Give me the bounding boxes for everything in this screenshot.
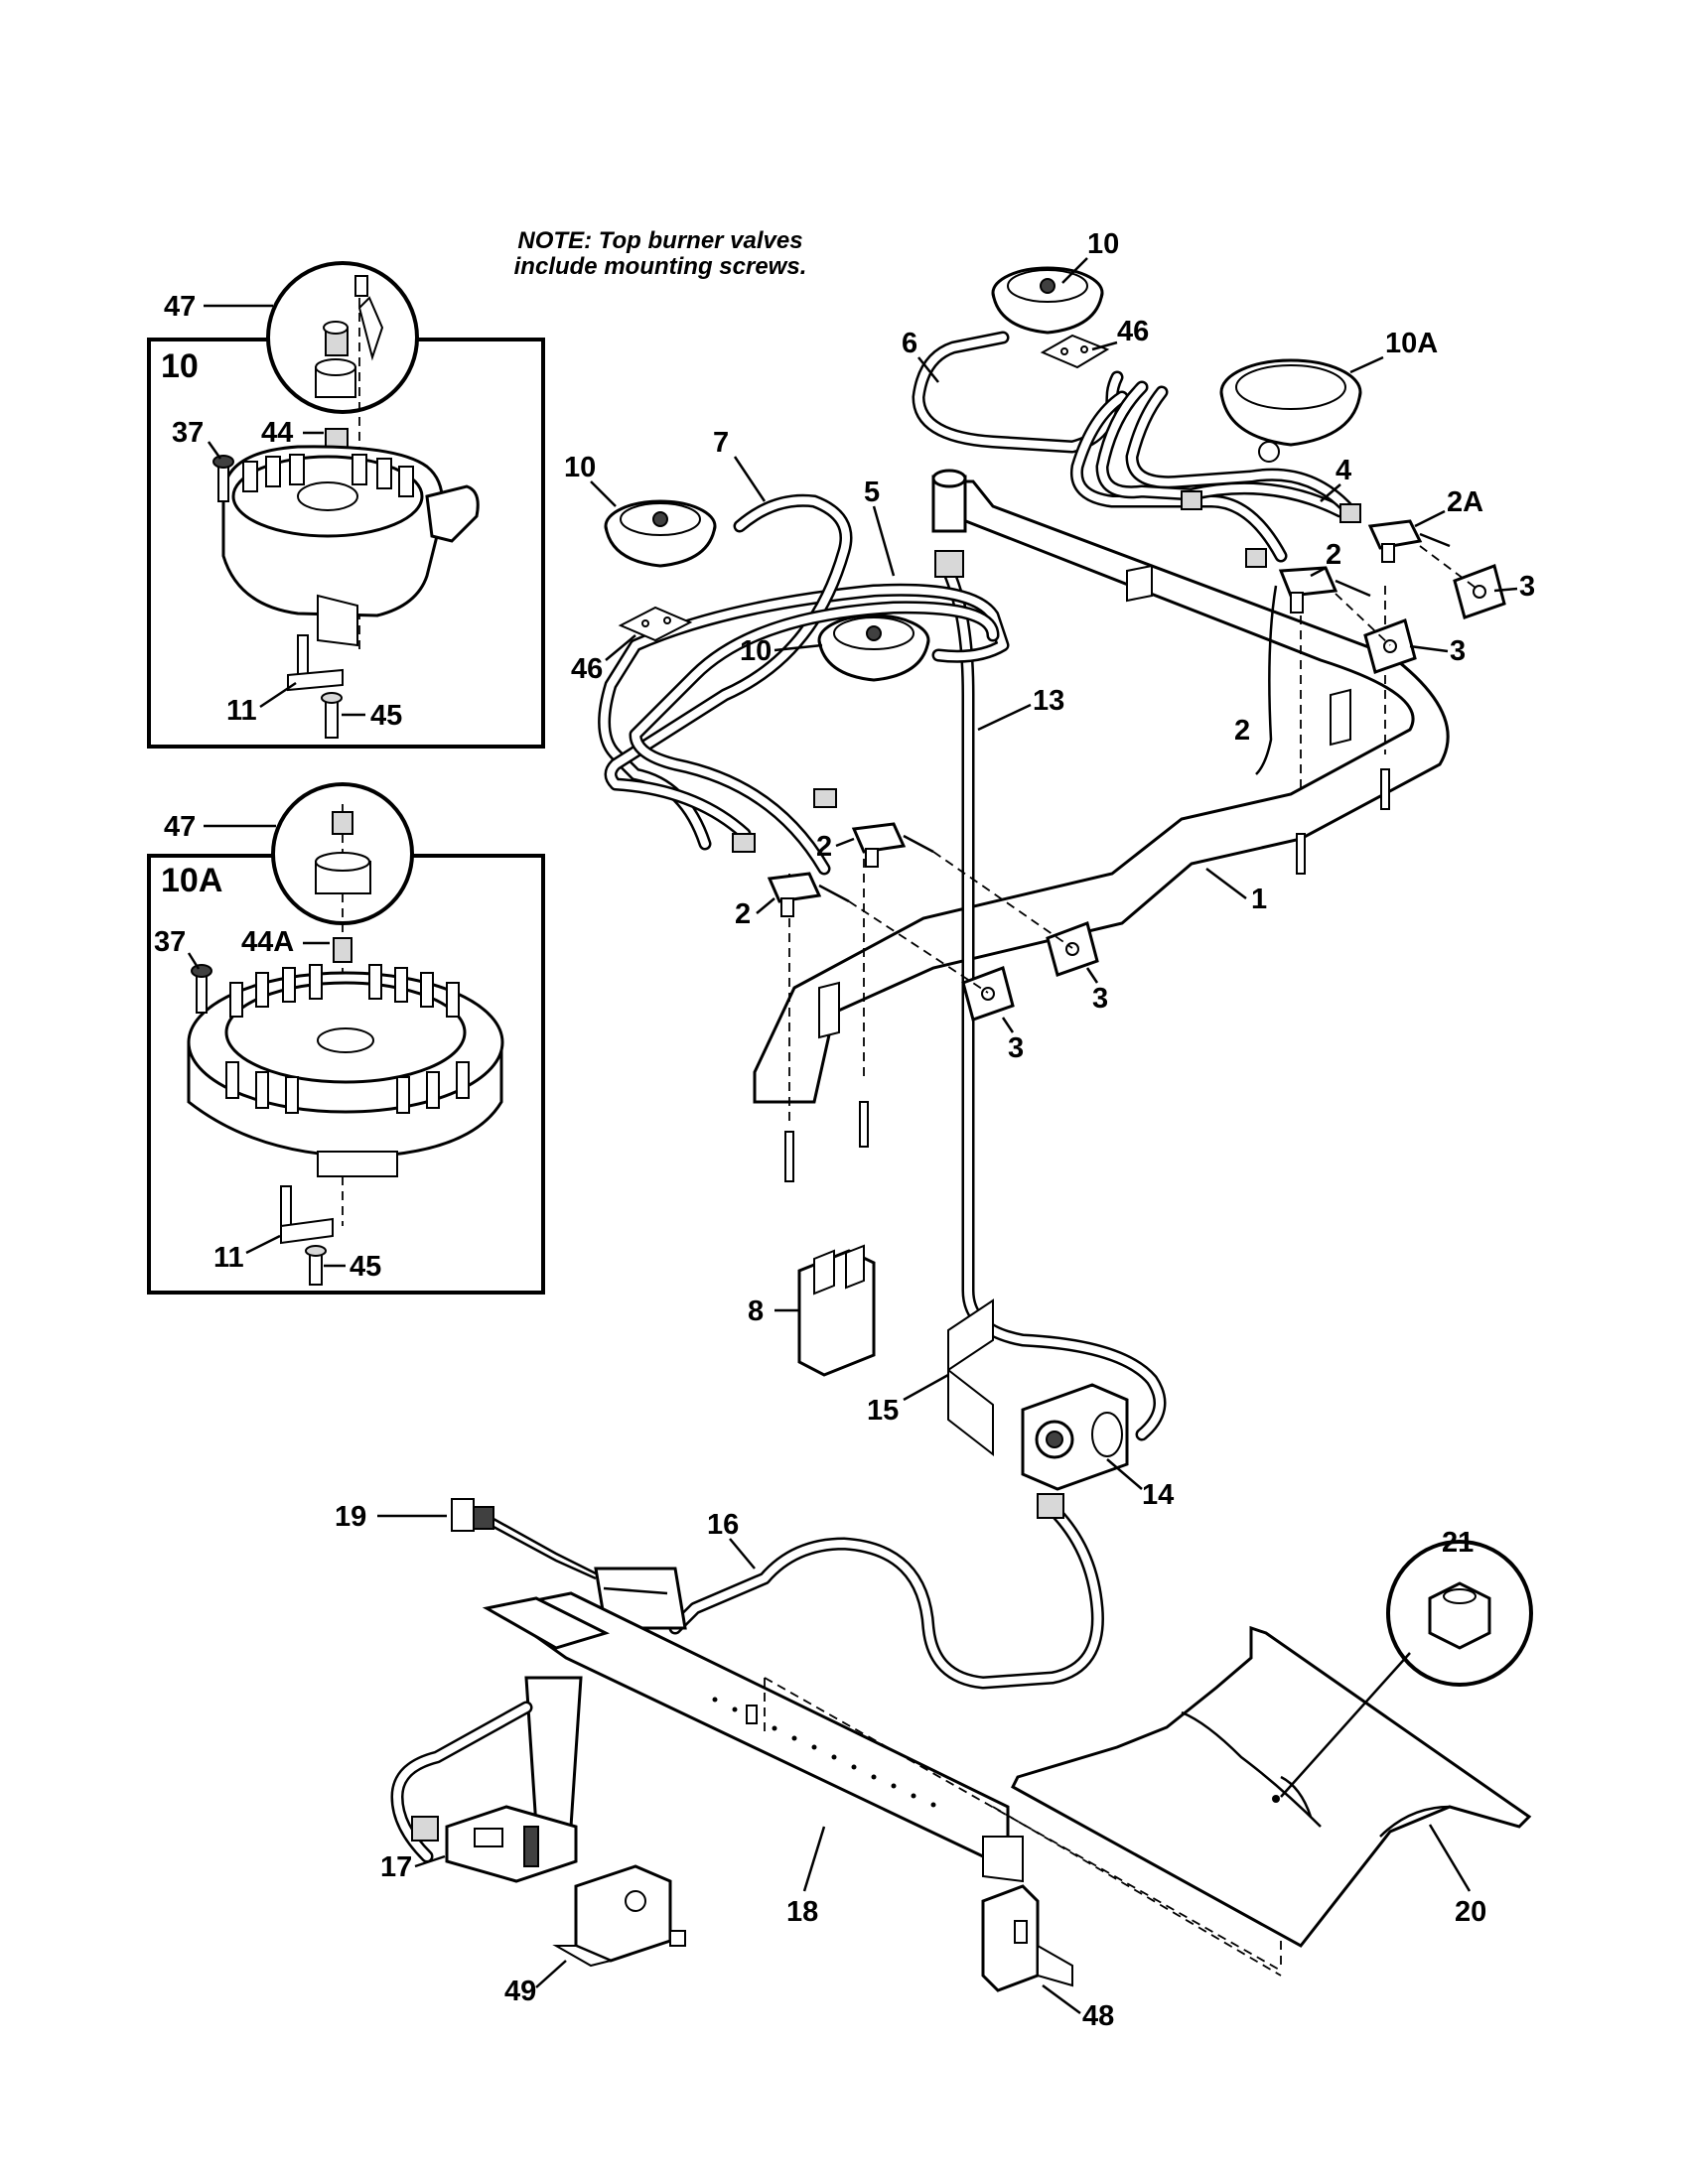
burner-base-10-top	[991, 266, 1104, 335]
callout-46-top: 46	[1117, 316, 1149, 347]
callout-48: 48	[1082, 2000, 1114, 2032]
callout-17: 17	[380, 1851, 412, 1883]
callout-44-inset-10: 44	[261, 417, 293, 449]
igniter-wire-19	[451, 1498, 597, 1580]
bracket-46-left	[618, 606, 693, 642]
callout-11-inset-10a: 11	[213, 1242, 244, 1274]
valve-bracket-3-right	[1363, 618, 1417, 674]
callout-3-right: 3	[1450, 635, 1466, 667]
note-line-1: NOTE: Top burner valves	[517, 227, 802, 254]
note-line-2: include mounting screws.	[514, 253, 807, 280]
callout-8: 8	[748, 1296, 764, 1327]
callout-16: 16	[707, 1509, 739, 1541]
regulator-bracket-15	[947, 1298, 994, 1457]
burner-valve-2-mid	[851, 822, 934, 868]
bracket-49	[552, 1864, 686, 1968]
valve-bracket-3-mid-right	[1046, 921, 1099, 977]
callout-19: 19	[335, 1501, 366, 1533]
callout-15: 15	[867, 1395, 899, 1427]
callout-2-mid: 2	[816, 831, 832, 863]
callout-2-low: 2	[735, 898, 751, 930]
callout-45-inset-10: 45	[370, 700, 402, 732]
callout-47-inset-10: 47	[164, 291, 196, 323]
callout-10-top: 10	[1087, 228, 1119, 260]
inset-10a-title: 10A	[161, 862, 222, 899]
callout-11-inset-10: 11	[226, 695, 257, 727]
inset-box-10a: 10A 47 37	[147, 782, 545, 1295]
callout-44a-inset-10a: 44A	[241, 926, 294, 958]
spark-module-8	[797, 1244, 876, 1377]
callouts: 10 6 46 10A 7 10 5 4 2A 2 3 3 46 10 13 2…	[335, 228, 1535, 2032]
bracket-48	[981, 1884, 1073, 1992]
bracket-46-top	[1040, 334, 1110, 369]
burner-valve-2-low	[767, 872, 850, 917]
callout-49: 49	[504, 1976, 536, 2007]
callout-45-inset-10a: 45	[350, 1251, 381, 1283]
callout-10-left: 10	[564, 452, 596, 483]
callout-13: 13	[1033, 685, 1064, 717]
callout-47-inset-10a: 47	[164, 811, 196, 843]
callout-18: 18	[786, 1896, 818, 1928]
callout-2a: 2A	[1447, 486, 1483, 518]
callout-10-mid: 10	[740, 635, 772, 667]
callout-10a: 10A	[1385, 328, 1438, 359]
callout-37-inset-10: 37	[172, 417, 204, 449]
burner-base-10a-right	[1219, 358, 1362, 463]
callout-3-mid-right: 3	[1092, 983, 1108, 1015]
inset-10-title: 10	[161, 347, 199, 385]
callout-21: 21	[1442, 1527, 1474, 1559]
pressure-regulator-14	[1021, 1383, 1129, 1491]
callout-7: 7	[713, 427, 729, 459]
callout-20: 20	[1455, 1896, 1486, 1928]
callout-4: 4	[1336, 455, 1351, 486]
callout-3-far-right: 3	[1519, 571, 1535, 603]
flame-spreader-20	[1011, 1625, 1532, 1948]
valve-bracket-3-far-right	[1453, 564, 1506, 619]
valve-bracket-3-mid-low	[961, 966, 1015, 1022]
callout-3-mid-low: 3	[1008, 1032, 1024, 1064]
burner-valve-2a	[1367, 519, 1451, 563]
callout-2-right: 2	[1326, 539, 1341, 571]
burner-valve-2-right	[1278, 566, 1371, 614]
callout-6: 6	[902, 328, 917, 359]
callout-37-inset-10a: 37	[154, 926, 186, 958]
callout-14: 14	[1142, 1479, 1174, 1511]
nut-detail-21	[1280, 1540, 1533, 1798]
burner-base-10-mid	[817, 614, 930, 682]
callout-46-left: 46	[571, 653, 603, 685]
burner-base-10-left	[604, 499, 717, 568]
lower-assembly	[390, 1244, 1533, 1992]
orifice-holder-17	[445, 1805, 578, 1883]
callout-1: 1	[1251, 884, 1267, 915]
callout-2-bracket: 2	[1234, 715, 1250, 747]
callout-5: 5	[864, 477, 880, 508]
manifold-assembly	[598, 266, 1506, 1441]
inset-box-10: 10 47 37 44	[147, 261, 545, 749]
